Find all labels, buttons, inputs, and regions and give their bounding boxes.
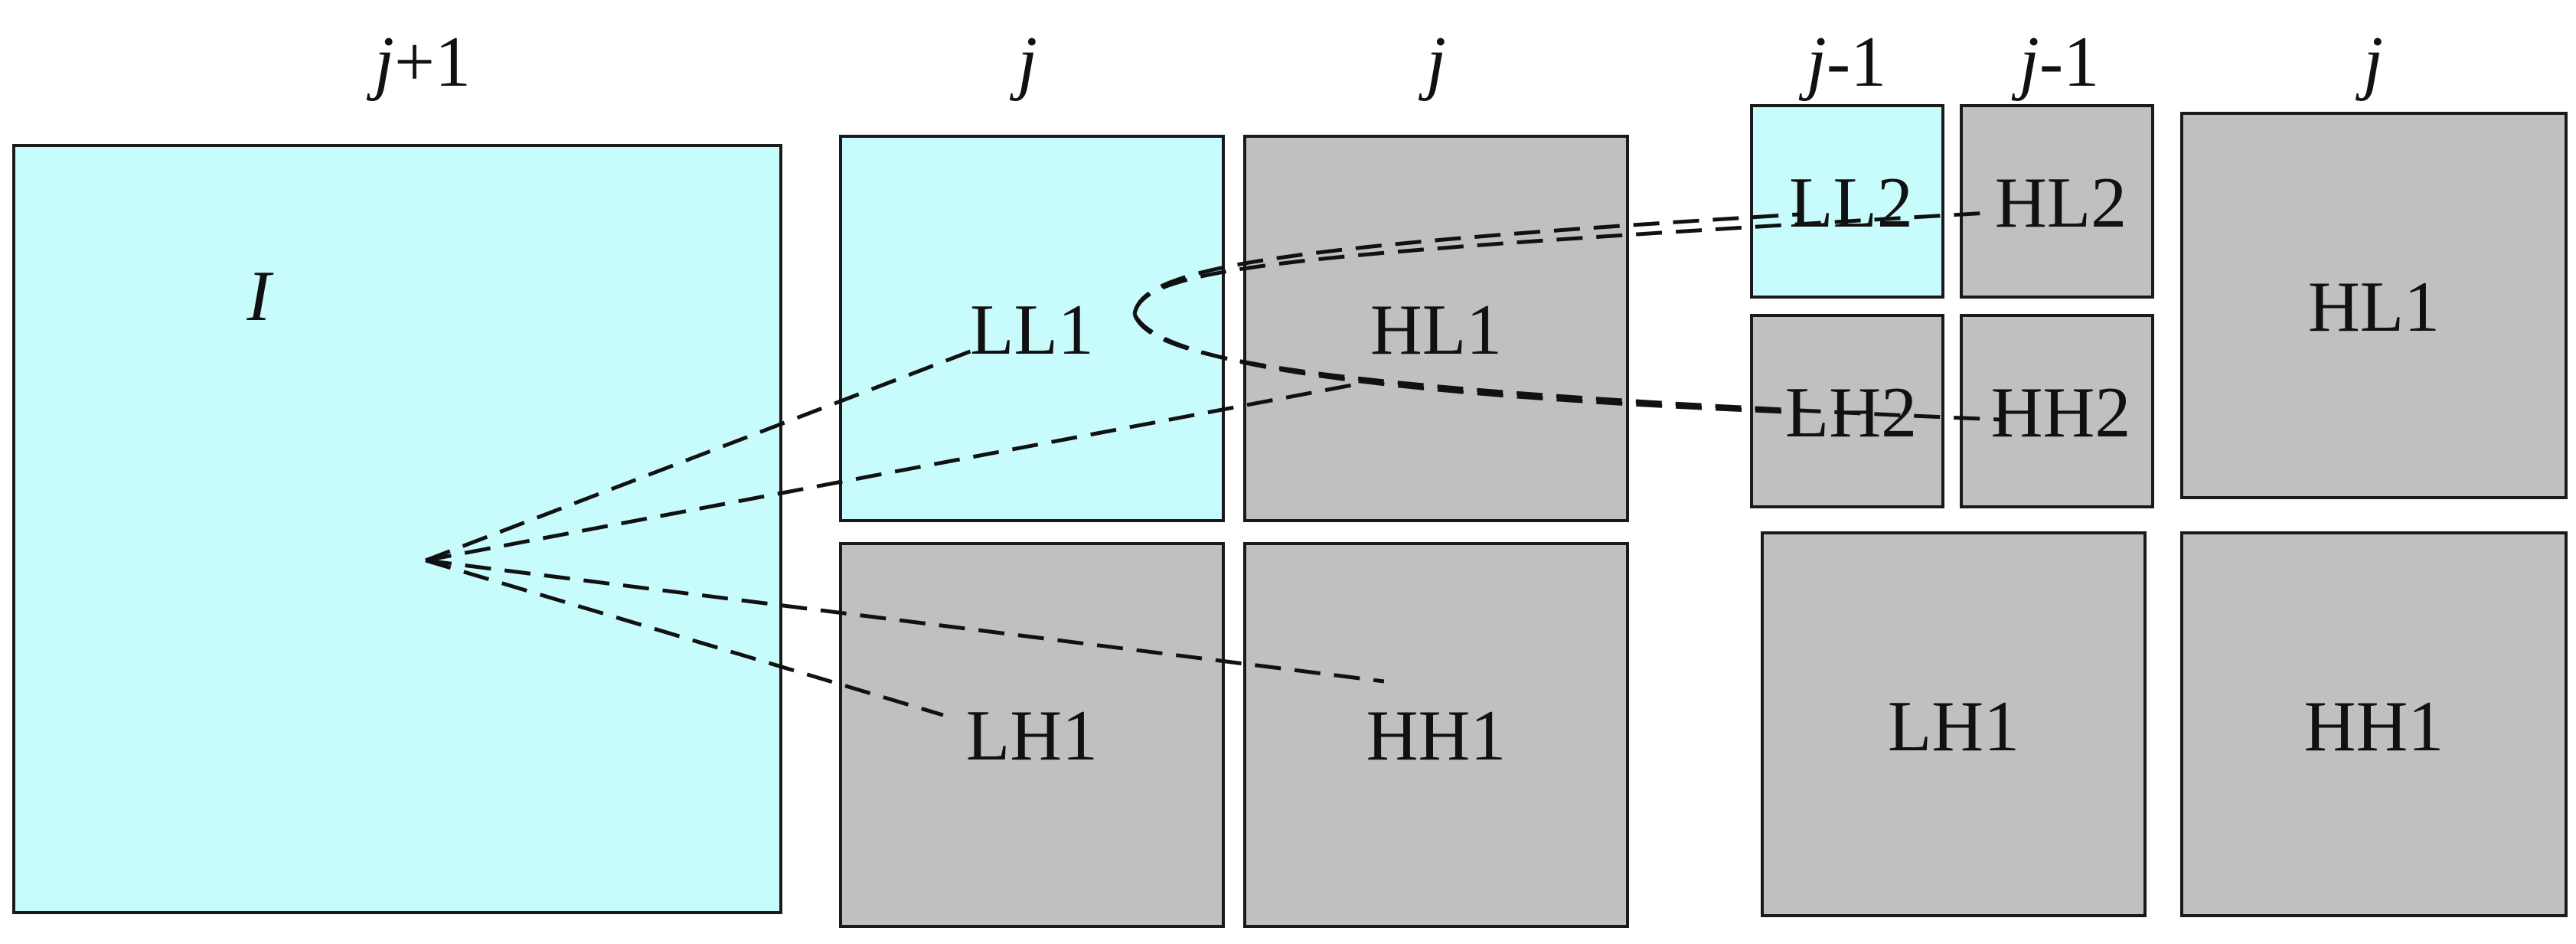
connector-input-to-ll1 [425,348,973,563]
hh2-label: HH2 [1991,373,2131,452]
level-label-level1-high: j [1418,22,1446,102]
final-hh1-box [2180,531,2568,917]
hh1-label: HH1 [1366,696,1507,776]
input-image-box [12,144,782,914]
lh1-box [839,542,1225,928]
level-label-input: j+1 [366,22,471,102]
level-label-level1-low: j [1009,22,1037,102]
connector-ll1-to-hl2 [1132,211,1990,315]
final-lh1-box [1761,531,2147,917]
final-hl1-label: HL1 [2308,267,2440,347]
hh2-box [1960,314,2154,508]
level-label-final: j [2355,22,2383,102]
level-label-level2-low: j-1 [1798,22,1886,102]
lh1-label: LH1 [966,696,1098,776]
final-hh1-label: HH1 [2304,687,2444,766]
ll1-label: LL1 [970,290,1094,370]
level-label-level2-high: j-1 [2011,22,2099,102]
hl1-label: HL1 [1370,290,1502,370]
hl2-label: HL2 [1995,163,2127,243]
hl2-box [1960,104,2154,299]
input-image-label: I [246,256,273,336]
hh1-box [1243,542,1629,928]
connector-input-to-hh1 [425,558,1385,684]
hl1-box [1243,135,1629,522]
final-lh1-label: LH1 [1888,687,2019,766]
ll2-box [1750,104,1944,299]
connector-ll1-to-hh2 [1132,313,2000,422]
final-hl1-box [2180,112,2568,499]
ll2-label: LL2 [1789,163,1913,243]
ll1-box [839,135,1225,522]
connector-input-to-lh1 [425,558,944,717]
